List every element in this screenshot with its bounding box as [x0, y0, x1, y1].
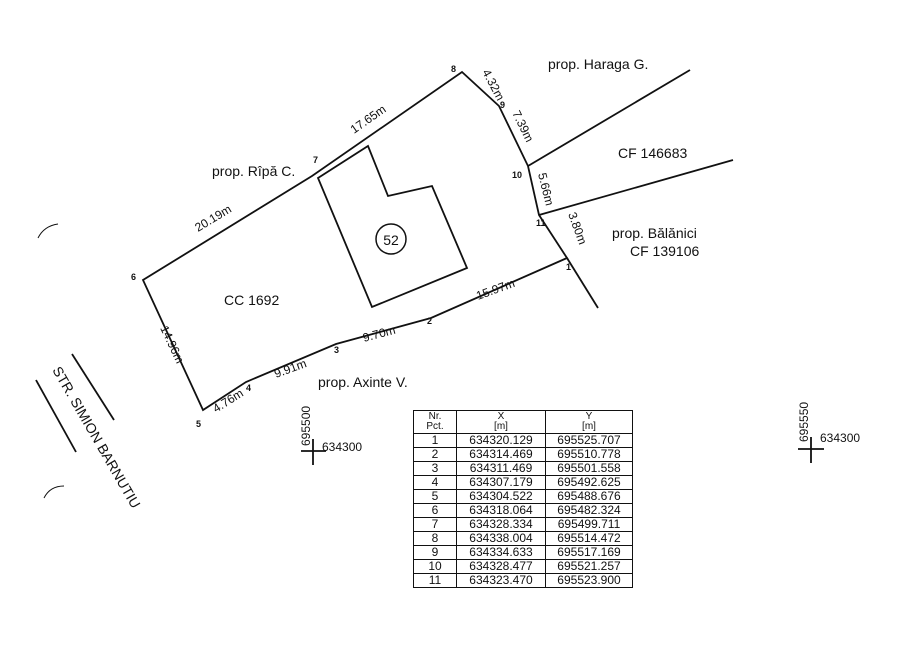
neighbor-cf139106: CF 139106	[630, 243, 699, 259]
point-label-10: 10	[512, 170, 522, 180]
neighbor-haraga: prop. Haraga G.	[548, 56, 648, 72]
grid-cross-left	[301, 439, 326, 465]
segment-length-6-7: 20.19m	[192, 202, 234, 235]
segment-length-11-1: 3.80m	[565, 210, 590, 246]
parcel-number-circle	[375, 223, 407, 255]
segment-length-9-10: 7.39m	[509, 108, 536, 144]
segment-length-7-8: 17.65m	[348, 102, 389, 136]
point-label-2: 2	[427, 316, 432, 326]
neighbor-ripa: prop. Rîpă C.	[212, 163, 295, 179]
segment-length-5-6: 14.96m	[157, 323, 187, 365]
neighbor-balanici: prop. Bălănici	[612, 225, 697, 241]
neighbor-line-haraga	[527, 69, 691, 167]
margin-arc-bottom	[43, 485, 65, 499]
segment-length-3-4: 9.91m	[272, 356, 308, 381]
point-label-4: 4	[246, 383, 251, 393]
point-label-1: 1	[566, 262, 571, 272]
street-name: STR. SIMION BARNUTIU	[49, 364, 143, 511]
neighbor-line-cf146683	[538, 159, 734, 216]
cadastral-label: CC 1692	[224, 292, 279, 308]
point-label-7: 7	[313, 155, 318, 165]
plan-lines	[35, 69, 824, 499]
table-header-row: Nr. Pct. X [m] Y [m]	[413, 410, 633, 434]
building-outline	[316, 144, 469, 309]
grid-left-y: 695500	[299, 406, 313, 446]
segment-length-4-5: 4.76m	[210, 386, 246, 416]
parcel-number: 52	[383, 232, 399, 248]
segment-length-8-9: 4.32m	[479, 67, 507, 103]
neighbor-cf146683: CF 146683	[618, 145, 687, 161]
grid-right-x: 634300	[820, 431, 860, 445]
margin-arc-top	[37, 223, 59, 239]
street-line-lower	[35, 379, 77, 453]
point-label-5: 5	[196, 419, 201, 429]
segment-length-1-2: 15.97m	[474, 276, 516, 303]
segment-length-2-3: 9.70m	[361, 323, 397, 345]
point-label-9: 9	[500, 100, 505, 110]
neighbor-axinte: prop. Axinte V.	[318, 374, 408, 390]
point-label-6: 6	[131, 272, 136, 282]
neighbor-line-balanici	[566, 257, 599, 309]
grid-right-y: 695550	[797, 402, 811, 442]
header-nr: Nr. Pct.	[413, 410, 457, 434]
grid-left-x: 634300	[322, 440, 362, 454]
header-y: Y [m]	[545, 410, 633, 434]
point-label-8: 8	[451, 64, 456, 74]
point-label-3: 3	[334, 345, 339, 355]
parcel-boundary	[141, 70, 569, 412]
grid-cross-right	[798, 437, 824, 463]
point-label-11: 11	[536, 218, 546, 228]
segment-length-10-11: 5.66m	[535, 171, 557, 207]
header-x: X [m]	[456, 410, 546, 434]
street-line-upper	[71, 353, 115, 421]
